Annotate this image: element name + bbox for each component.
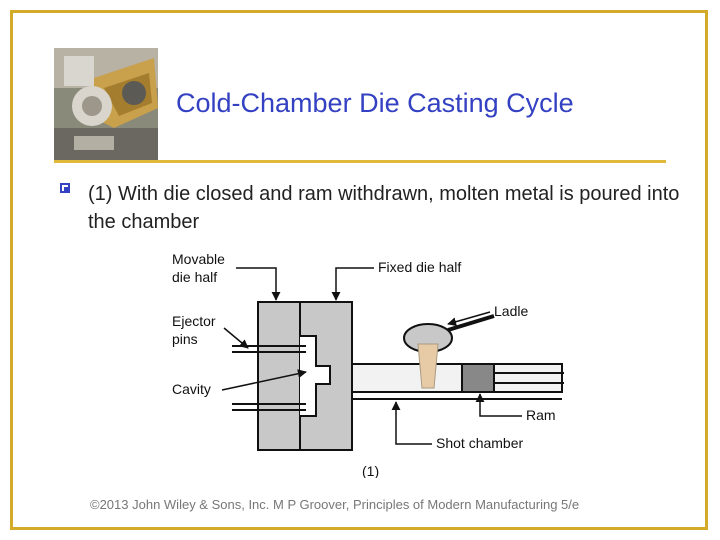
ram [461,363,495,393]
label-step-number: (1) [362,463,379,478]
footer-text: ©2013 John Wiley & Sons, Inc. M P Groove… [90,497,580,512]
slide-title: Cold‑Chamber Die Casting Cycle [176,88,574,118]
label-ejector-pins: Ejector [172,313,216,329]
label-ram: Ram [526,407,556,423]
movable-die-half [257,301,301,451]
slide-frame [10,10,708,530]
header-photo [54,48,158,160]
svg-text:die half: die half [172,269,217,285]
shot-chamber [351,363,563,393]
label-cavity: Cavity [172,381,211,397]
label-ladle: Ladle [494,303,528,319]
cavity-shape [300,335,331,417]
label-shot-chamber: Shot chamber [436,435,523,451]
svg-text:pins: pins [172,331,198,347]
label-fixed-die-half: Fixed die half [378,259,461,275]
label-movable-die-half: Movable [172,251,225,267]
bullet-text: (1) With die closed and ram withdrawn, m… [88,183,680,233]
molten-metal [417,343,439,389]
title-divider [54,160,666,163]
square-bullet-icon [60,183,70,193]
die-casting-diagram: Movable die half Fixed die half Ladle Ej… [172,251,564,478]
